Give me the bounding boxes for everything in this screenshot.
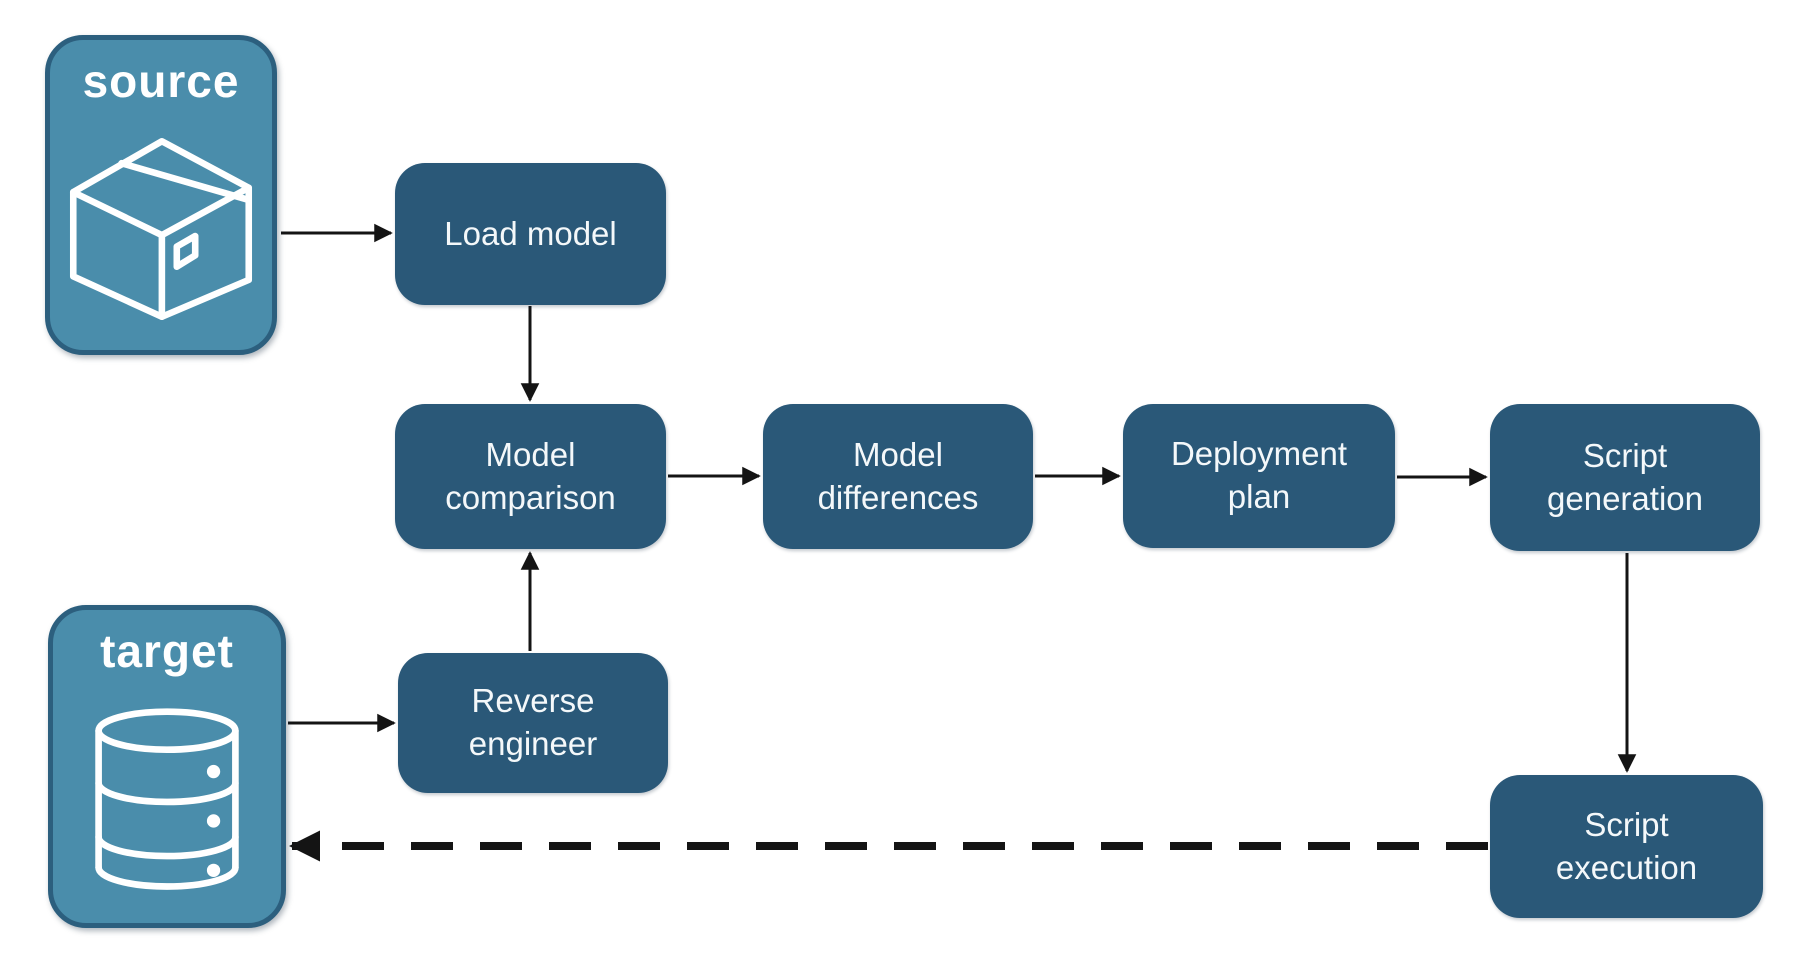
node-label: Reverse engineer	[468, 682, 598, 762]
package-icon	[68, 108, 254, 350]
endpoint-source: source	[45, 35, 277, 355]
target-label: target	[100, 625, 234, 677]
node-label: Model comparison	[445, 435, 616, 516]
node-model-differences: Model differences	[763, 404, 1033, 549]
node-label: Script generation	[1547, 436, 1703, 517]
node-script-generation: Script generation	[1490, 404, 1760, 551]
node-script-execution: Script execution	[1490, 775, 1763, 918]
node-label: Model differences	[817, 435, 979, 516]
node-label: Load model	[444, 214, 617, 252]
node-label: Deployment plan	[1170, 435, 1348, 515]
node-load-model: Load model	[395, 163, 666, 305]
node-model-comparison: Model comparison	[395, 404, 666, 549]
node-reverse-engineer: Reverse engineer	[398, 653, 668, 793]
database-icon	[91, 678, 243, 923]
source-label: source	[82, 55, 240, 107]
node-deployment-plan: Deployment plan	[1123, 404, 1395, 548]
endpoint-target: target	[48, 605, 286, 928]
node-label: Script execution	[1555, 805, 1698, 886]
